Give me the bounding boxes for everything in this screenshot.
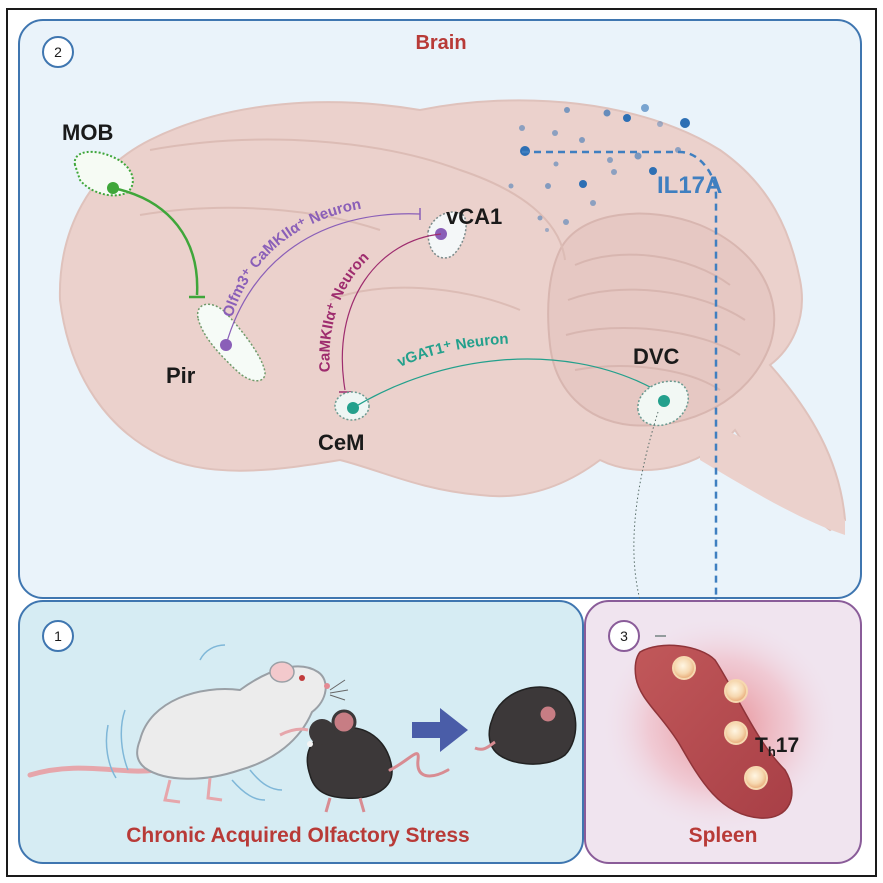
spleen-panel-number: 3 xyxy=(608,620,640,652)
th17-cell xyxy=(744,766,768,790)
brain-panel: 2 Brain MOB Pir Olfm3⁺ CaMKIIα⁺ Neuron v… xyxy=(18,19,862,645)
stress-panel-number: 1 xyxy=(42,620,74,652)
th17-label: Th17 xyxy=(755,734,799,759)
pir-vca1-projection xyxy=(225,213,421,346)
dvc-neuron xyxy=(658,395,670,407)
vca1-cem-projection xyxy=(341,233,442,391)
brain-panel-title: Brain xyxy=(415,32,466,54)
th17-cells xyxy=(672,656,768,790)
pir-label: Pir xyxy=(166,363,196,388)
stressed-mouse-illustration xyxy=(474,686,577,765)
dvc-spleen-fiber xyxy=(633,411,661,641)
th17-cell xyxy=(724,721,748,745)
mob-pir-projection xyxy=(112,186,199,296)
spleen-panel: 3 Th17 Spleen xyxy=(584,600,862,864)
il17a-pathway xyxy=(522,150,718,645)
vca1-region xyxy=(427,211,467,259)
stress-panel: 1 xyxy=(18,600,584,864)
transition-arrow xyxy=(412,708,468,752)
brain-panel-number: 2 xyxy=(42,36,74,68)
mob-region xyxy=(73,150,134,197)
rat-illustration xyxy=(27,644,349,804)
vca1-label: vCA1 xyxy=(446,204,502,229)
th17-cell xyxy=(724,679,748,703)
mouse-illustration xyxy=(306,709,450,813)
stress-panel-title: Chronic Acquired Olfactory Stress xyxy=(126,824,469,847)
il17a-label: IL17A xyxy=(657,172,722,199)
dvc-label: DVC xyxy=(633,344,680,369)
stress-panel-number-text: 1 xyxy=(54,628,62,644)
spleen-panel-number-text: 3 xyxy=(620,628,628,644)
mob-label: MOB xyxy=(62,120,113,145)
brain-panel-number-text: 2 xyxy=(54,44,62,60)
th17-cell xyxy=(672,656,696,680)
spleen-panel-title: Spleen xyxy=(689,824,758,847)
cem-label: CeM xyxy=(318,430,364,455)
cem-dvc-projection xyxy=(352,358,653,409)
